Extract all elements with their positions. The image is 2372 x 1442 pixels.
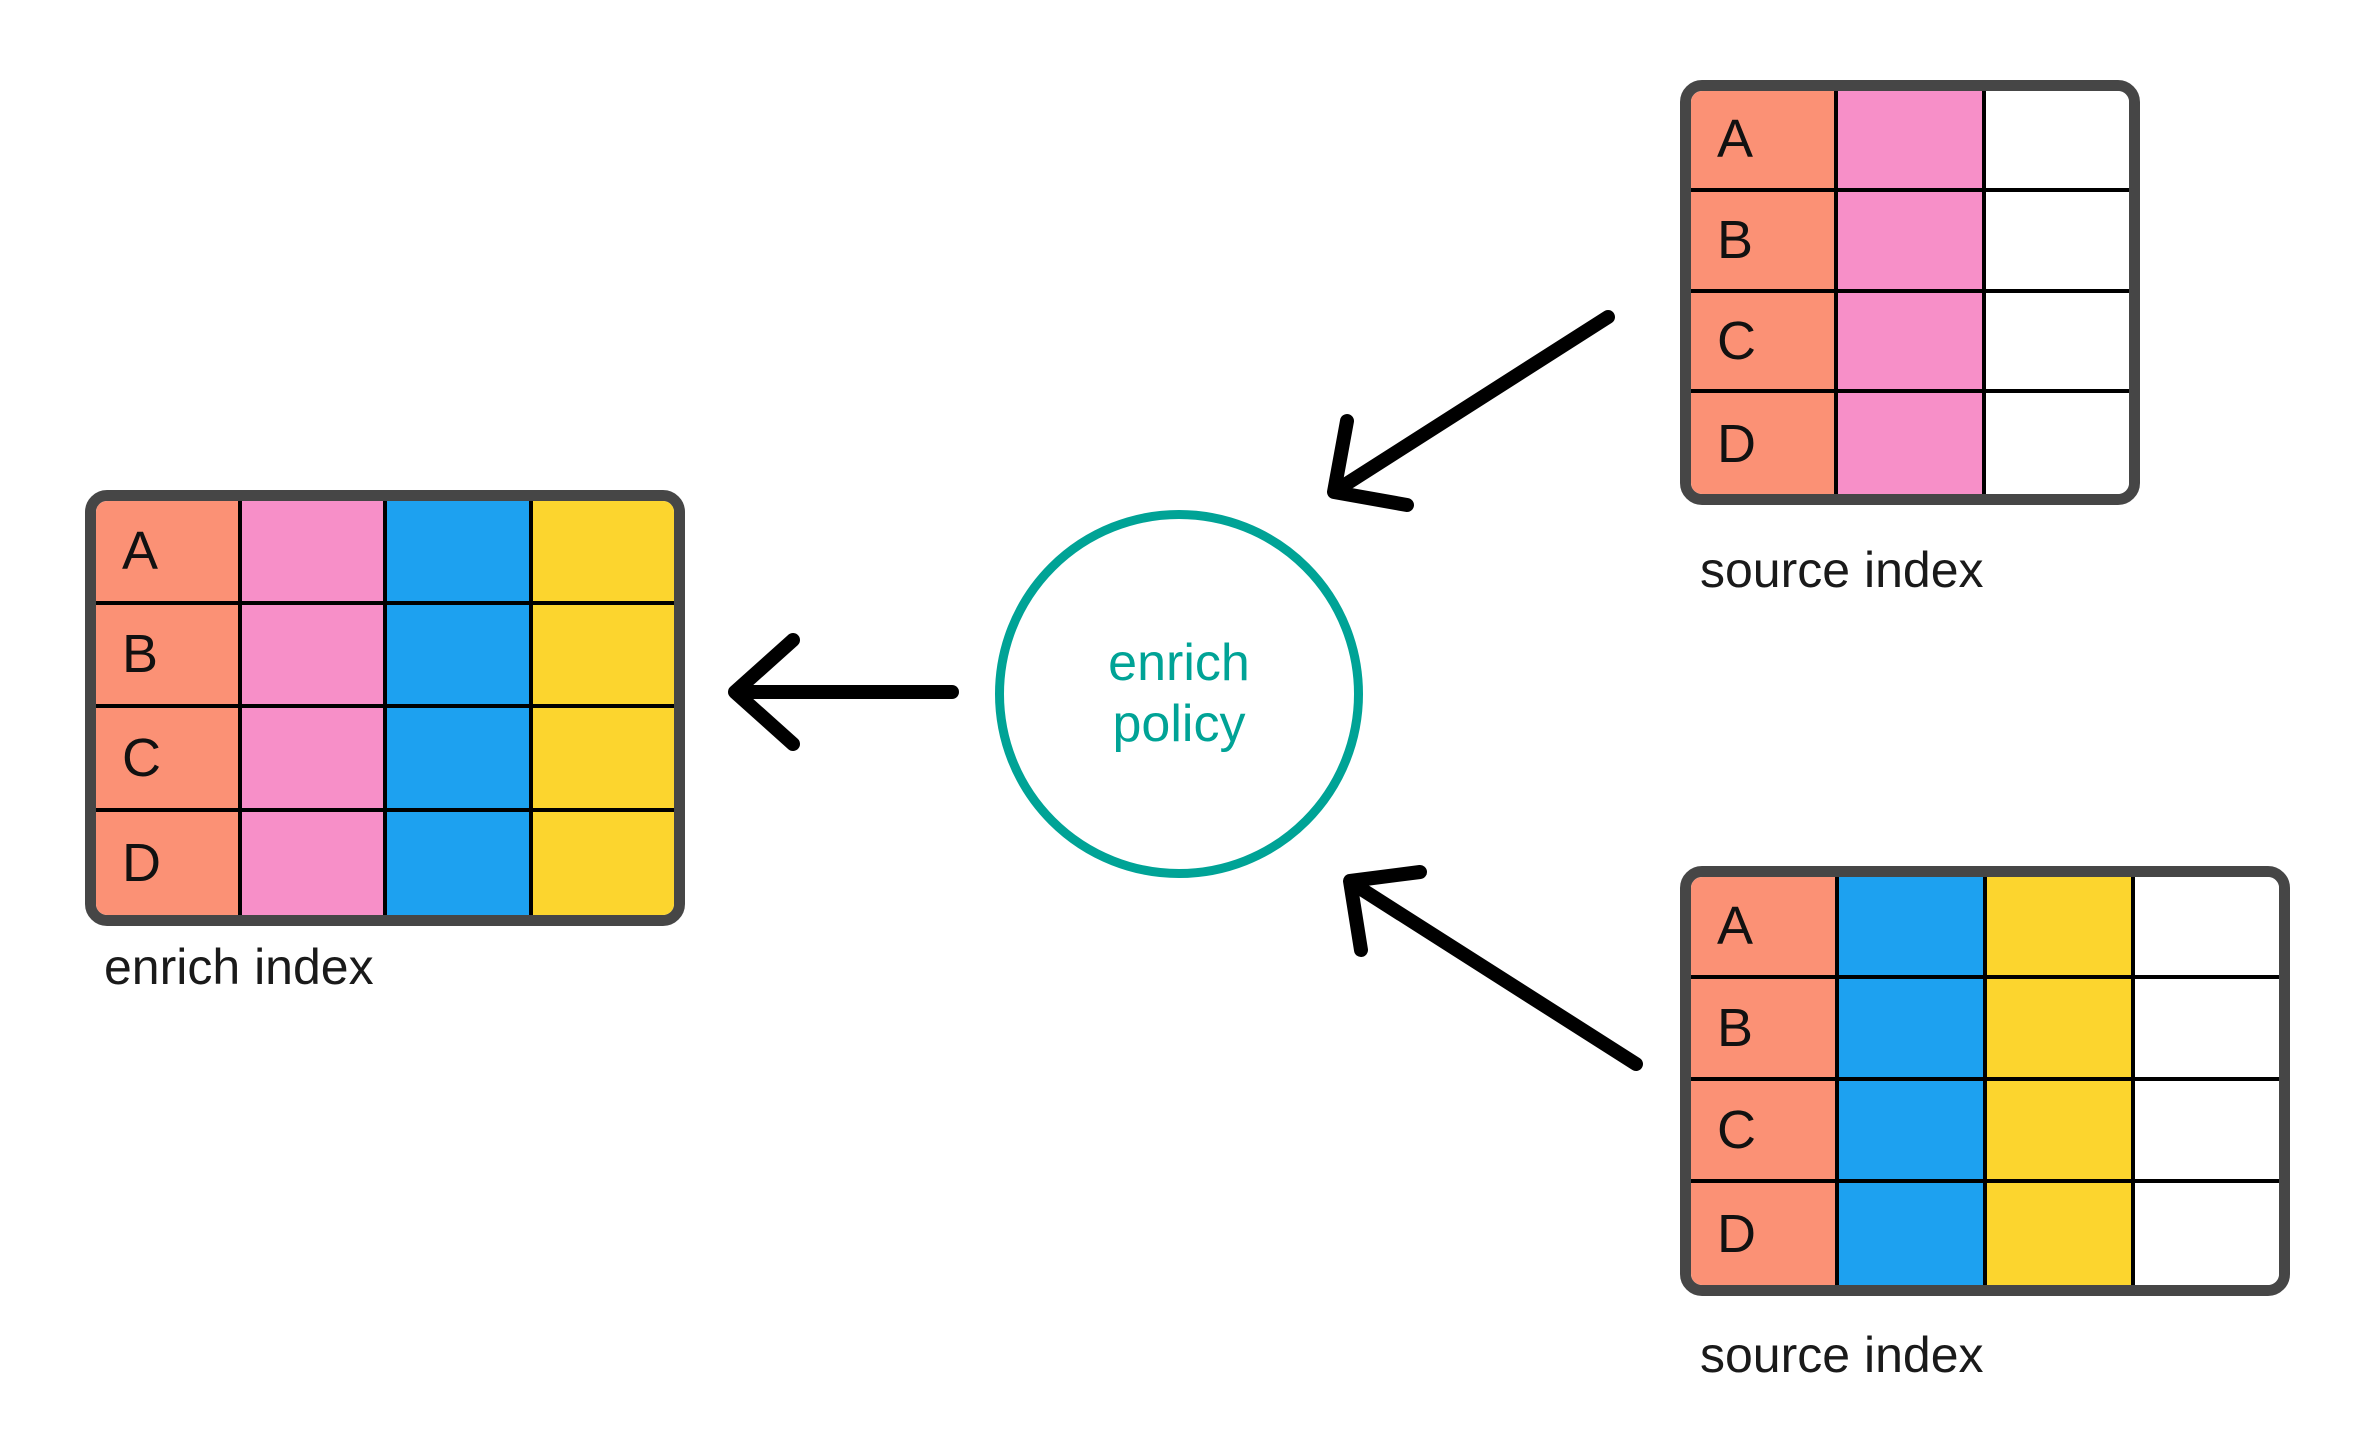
table-cell-yellow (532, 501, 674, 605)
table-cell-empty (2135, 877, 2279, 979)
table-cell-yellow (1987, 877, 2135, 979)
table-row: B (1691, 979, 2279, 1081)
table-cell-key: D (96, 811, 242, 915)
enrich-policy-label-line2: policy (1112, 695, 1246, 753)
table-cell-key: A (1691, 91, 1839, 192)
table-row: A (1691, 877, 2279, 979)
enrich-index-table: A B C D (85, 490, 685, 926)
table-cell-blue (387, 604, 533, 708)
table-cell-empty (1985, 292, 2129, 394)
table-row: C (96, 708, 674, 812)
table-row: A (96, 501, 674, 605)
table-cell-key: B (96, 604, 242, 708)
table-cell-yellow (1987, 979, 2135, 1081)
table-cell-key: D (1691, 393, 1839, 494)
table-row: D (1691, 393, 2129, 494)
table-cell-yellow (532, 604, 674, 708)
source-index-bottom-table: A B C D (1680, 866, 2290, 1296)
table-cell-key: D (1691, 1183, 1839, 1285)
table-row: B (96, 604, 674, 708)
table-cell-pink (241, 708, 387, 812)
table-cell-key: C (1691, 1081, 1839, 1183)
table-cell-key: B (1691, 191, 1839, 293)
table-cell-pink (1838, 91, 1986, 192)
table-cell-pink (1838, 292, 1986, 394)
table-cell-blue (1839, 1081, 1987, 1183)
table-cell-pink (241, 501, 387, 605)
table-cell-blue (1839, 979, 1987, 1081)
table-cell-pink (1838, 393, 1986, 494)
table-row: B (1691, 191, 2129, 293)
source-index-top-table: A B C D (1680, 80, 2140, 505)
source-index-top-caption: source index (1700, 542, 1984, 598)
enrich-index-caption: enrich index (104, 939, 374, 995)
table-cell-key: A (96, 501, 242, 605)
table-cell-yellow (1987, 1183, 2135, 1285)
arrow-down-left-icon (1327, 310, 1615, 512)
table-row: C (1691, 292, 2129, 394)
enrich-policy-label-line1: enrich (1108, 633, 1250, 692)
table-cell-key: C (1691, 292, 1839, 394)
table-cell-empty (1985, 191, 2129, 293)
arrow-up-left-icon (1343, 865, 1643, 1071)
source-index-bottom-caption: source index (1700, 1327, 1984, 1383)
table-row: D (1691, 1183, 2279, 1285)
table-cell-blue (1839, 1183, 1987, 1285)
table-cell-yellow (532, 811, 674, 915)
table-cell-empty (2135, 979, 2279, 1081)
table-cell-blue (1839, 877, 1987, 979)
table-cell-pink (241, 811, 387, 915)
table-cell-empty (1985, 91, 2129, 192)
table-cell-blue (387, 501, 533, 605)
table-row: D (96, 811, 674, 915)
table-cell-yellow (1987, 1081, 2135, 1183)
table-row: C (1691, 1081, 2279, 1183)
table-cell-key: B (1691, 979, 1839, 1081)
table-cell-empty (1985, 393, 2129, 494)
table-cell-pink (1838, 191, 1986, 293)
table-cell-yellow (532, 708, 674, 812)
table-cell-pink (241, 604, 387, 708)
enrich-policy-node[interactable]: enrich policy (995, 510, 1363, 878)
table-cell-empty (2135, 1183, 2279, 1285)
table-cell-empty (2135, 1081, 2279, 1183)
arrow-left-icon (728, 633, 959, 751)
table-cell-blue (387, 708, 533, 812)
table-row: A (1691, 91, 2129, 192)
table-cell-blue (387, 811, 533, 915)
table-cell-key: C (96, 708, 242, 812)
table-cell-key: A (1691, 877, 1839, 979)
